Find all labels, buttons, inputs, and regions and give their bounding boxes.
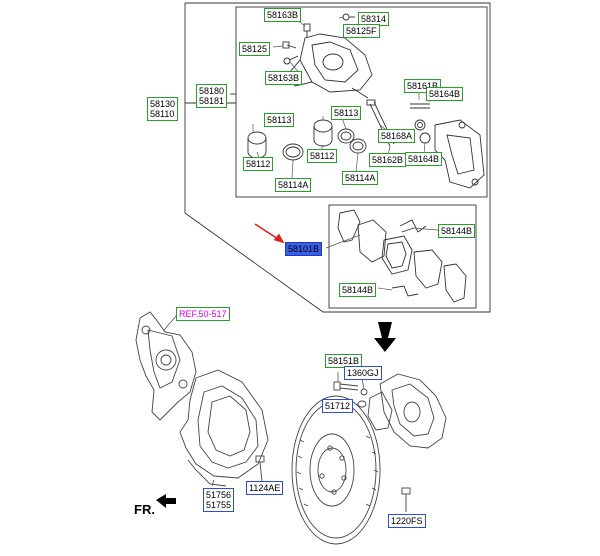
part-label-58164B-bottom[interactable]: 58164B — [405, 152, 443, 166]
caliper-body-drawing — [289, 33, 373, 99]
clip-drawing-top — [399, 219, 427, 233]
part-number-58110: 58110 — [150, 109, 175, 119]
part-number-58130: 58130 — [150, 99, 176, 109]
part-label-58114A-right[interactable]: 58114A — [342, 171, 379, 185]
bolt-drawing-58125 — [282, 41, 299, 65]
part-label-58101B-highlighted[interactable]: 58101B — [285, 242, 323, 256]
boot-drawing-58164B — [419, 132, 431, 144]
part-label-58164B-top[interactable]: 58164B — [426, 87, 464, 101]
part-label-58112-left[interactable]: 58112 — [243, 157, 274, 171]
part-label-58112-mid[interactable]: 58112 — [307, 149, 338, 163]
steering-knuckle-drawing — [135, 311, 197, 421]
assembly-frame — [184, 2, 491, 313]
guide-pin-drawing-58161B — [410, 103, 430, 131]
pad-box — [328, 204, 477, 309]
brake-pad-drawing-4 — [413, 249, 443, 289]
bleeder-drawing-1360GJ — [360, 377, 368, 396]
part-label-58144B-top[interactable]: 58144B — [438, 224, 476, 238]
bolt-drawing-1124AE — [255, 455, 265, 483]
part-label-58114A-left[interactable]: 58114A — [275, 178, 312, 192]
brake-pad-drawing-2 — [357, 219, 387, 263]
bleeder-drawing-58314 — [342, 13, 355, 21]
caliper-assembly-drawing — [367, 373, 447, 449]
part-number-58181: 58181 — [199, 96, 225, 106]
piston-drawing-left — [247, 131, 267, 159]
assembly-pointer-arrow — [374, 322, 396, 352]
part-label-51756-51755[interactable]: 51756 51755 — [203, 488, 235, 512]
seal-drawing-left — [282, 143, 304, 161]
brake-disc-drawing — [291, 395, 381, 545]
part-label-58151B[interactable]: 58151B — [325, 354, 363, 368]
brake-pad-drawing-3 — [381, 235, 413, 275]
front-direction-label: FR. — [134, 502, 155, 517]
highlight-arrow — [254, 223, 285, 244]
clip-drawing-bottom — [391, 285, 419, 297]
part-label-1220FS[interactable]: 1220FS — [388, 514, 426, 528]
part-label-58130-58110[interactable]: 58130 58110 — [147, 97, 179, 121]
reference-label-50-517[interactable]: REF.50-517 — [176, 307, 230, 321]
part-number-51756: 51756 — [206, 490, 232, 500]
part-label-1124AE[interactable]: 1124AE — [246, 481, 284, 495]
front-direction-arrow — [156, 494, 176, 508]
part-label-58162B[interactable]: 58162B — [369, 153, 407, 167]
brake-pad-drawing-5 — [443, 263, 467, 303]
part-label-58113-left[interactable]: 58113 — [264, 113, 295, 127]
part-label-58144B-bottom[interactable]: 58144B — [339, 283, 377, 297]
caliper-box — [235, 6, 488, 198]
part-label-51712[interactable]: 51712 — [322, 399, 354, 413]
bolt-drawing-58163B — [303, 23, 311, 38]
part-label-58168A[interactable]: 58168A — [378, 129, 416, 143]
bolt-drawing-51712 — [357, 400, 367, 408]
part-number-51755: 51755 — [206, 500, 232, 510]
part-label-58180-58181[interactable]: 58180 58181 — [196, 84, 228, 108]
caliper-bracket-drawing — [434, 119, 485, 189]
bolt-drawing-1220FS — [401, 487, 411, 512]
piston-drawing-mid — [313, 119, 333, 147]
seal-drawing-mid — [337, 128, 367, 154]
brake-pad-drawing-1 — [337, 209, 361, 243]
dust-shield-drawing — [179, 369, 269, 487]
part-number-58180: 58180 — [199, 86, 225, 96]
part-label-1360GJ[interactable]: 1360GJ — [344, 366, 382, 380]
bolt-drawing-58151B — [333, 372, 359, 391]
part-label-58125F[interactable]: 58125F — [343, 24, 380, 38]
part-label-58163B-mid[interactable]: 58163B — [265, 71, 303, 85]
part-label-58163B-top[interactable]: 58163B — [264, 8, 302, 22]
part-label-58125[interactable]: 58125 — [239, 42, 271, 56]
part-label-58113-right[interactable]: 58113 — [331, 106, 362, 120]
